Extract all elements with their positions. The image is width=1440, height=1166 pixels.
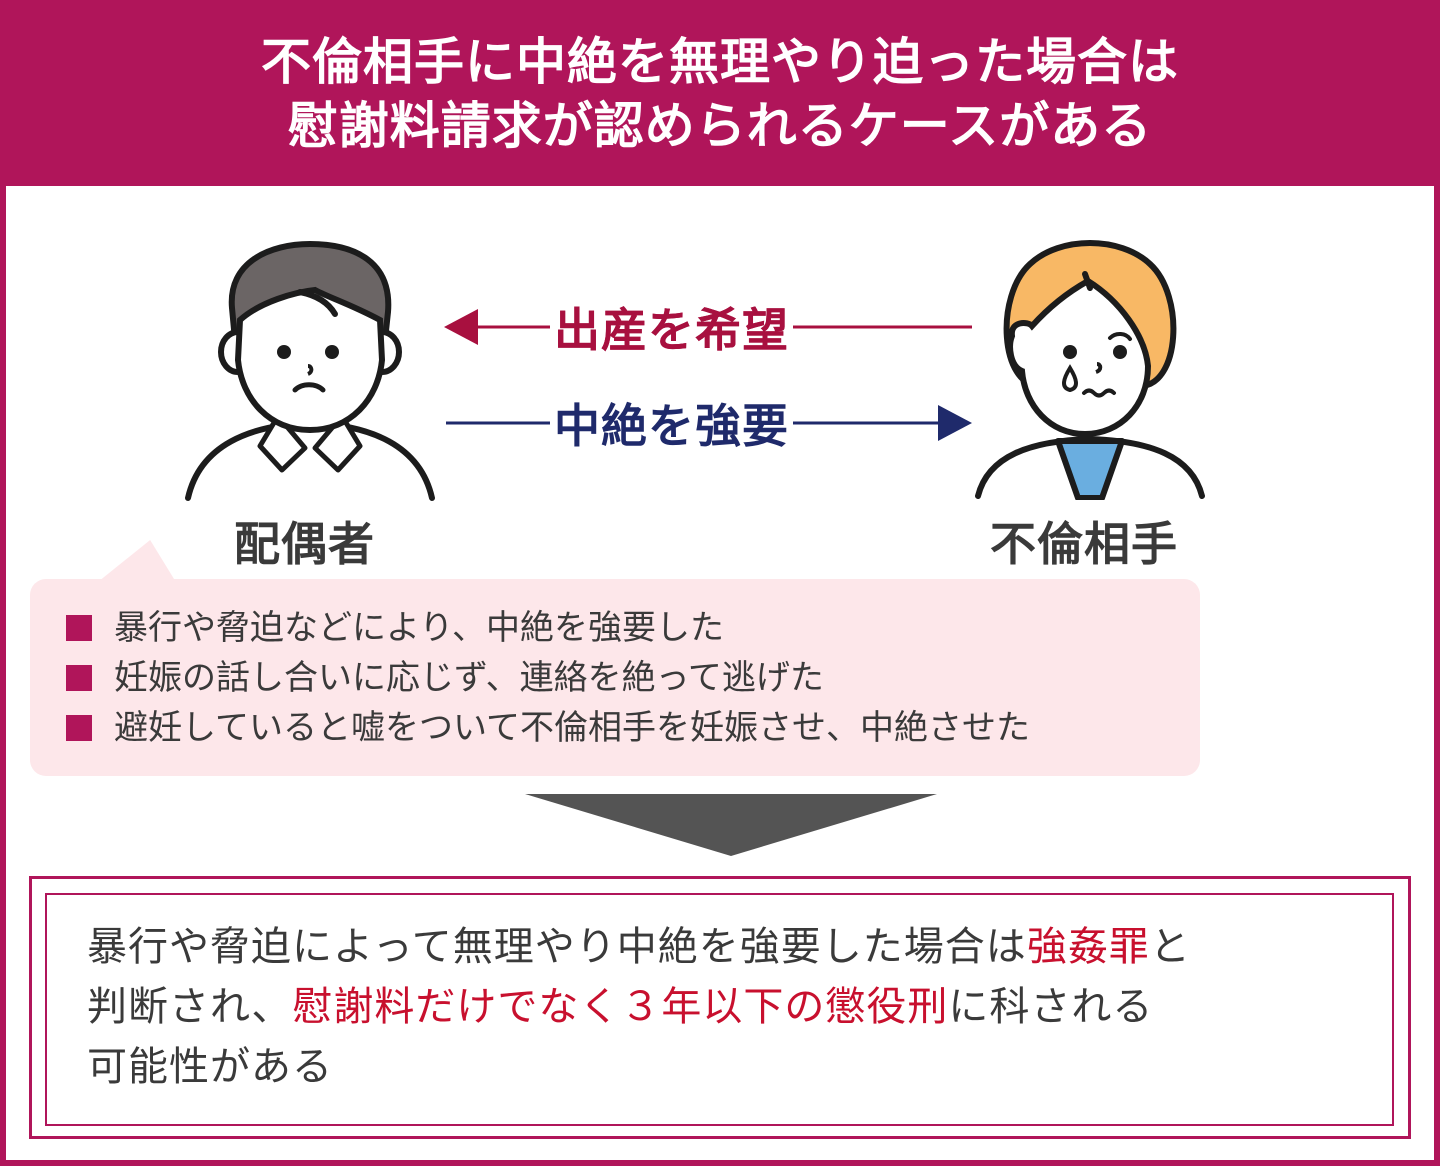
affair-partner-label: 不倫相手 xyxy=(990,517,1178,571)
down-triangle-icon xyxy=(525,794,937,856)
result-line-2: 判断され、慰謝料だけでなく３年以下の懲役刑に科される xyxy=(87,984,1154,1030)
spouse-label: 配偶者 xyxy=(234,517,375,571)
woman-crying-icon xyxy=(970,236,1210,500)
square-bullet-icon xyxy=(66,715,92,741)
case-list: 暴行や脅迫などにより、中絶を強要した 妊娠の話し合いに応じず、連絡を絶って逃げた… xyxy=(30,579,1200,753)
man-worried-icon xyxy=(180,240,440,502)
list-item: 暴行や脅迫などにより、中絶を強要した xyxy=(66,603,1200,653)
result-line-1: 暴行や脅迫によって無理やり中絶を強要した場合は強姦罪と xyxy=(87,924,1191,970)
speech-bubble: 暴行や脅迫などにより、中絶を強要した 妊娠の話し合いに応じず、連絡を絶って逃げた… xyxy=(30,579,1200,776)
square-bullet-icon xyxy=(66,665,92,691)
list-item: 妊娠の話し合いに応じず、連絡を絶って逃げた xyxy=(66,653,1200,703)
highlight-penalty: 慰謝料だけでなく３年以下の懲役刑 xyxy=(292,984,949,1030)
square-bullet-icon xyxy=(66,615,92,641)
list-item: 避妊していると嘘をついて不倫相手を妊娠させ、中絶させた xyxy=(66,703,1200,753)
highlight-crime: 強姦罪 xyxy=(1026,924,1150,970)
arrow-top-label: 出産を希望 xyxy=(550,294,793,360)
header-banner: 不倫相手に中絶を無理やり迫った場合は 慰謝料請求が認められるケースがある xyxy=(0,0,1440,186)
title-line-2: 慰謝料請求が認められるケースがある xyxy=(287,97,1153,155)
result-line-3: 可能性がある xyxy=(87,1044,333,1090)
title-line-1: 不倫相手に中絶を無理やり迫った場合は xyxy=(261,33,1179,91)
result-box: 暴行や脅迫によって無理やり中絶を強要した場合は強姦罪と 判断され、慰謝料だけでな… xyxy=(45,893,1394,1126)
arrow-bottom-label: 中絶を強要 xyxy=(550,390,793,456)
result-box-outer-border xyxy=(29,876,1411,1139)
